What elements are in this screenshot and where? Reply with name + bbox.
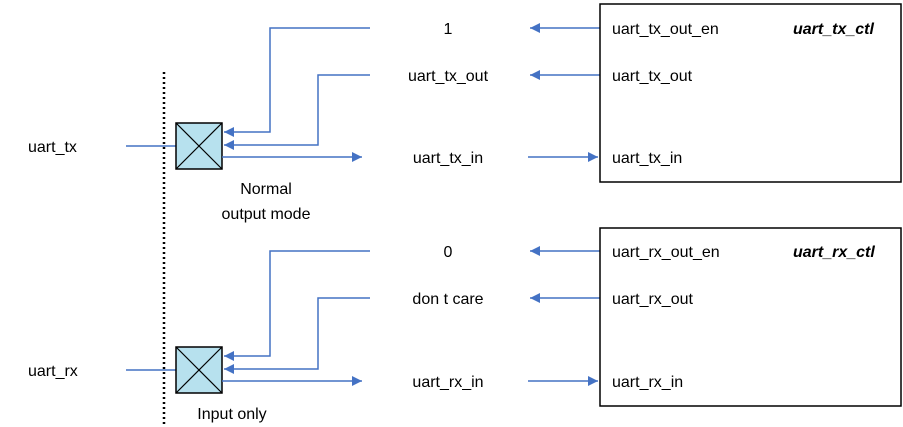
block-port-label: uart_rx_in [612,374,683,391]
block-name: uart_tx_ctl [793,21,874,38]
uart-tx-group: uart_tx Normal output mode 1 uart_tx_out… [28,3,902,223]
out-feed-wire [224,74,370,150]
out-en-feed-wire [224,250,370,361]
io-pad-tx [175,122,223,170]
io-pad-cross-line [175,346,223,394]
block-port-label: uart_tx_in [612,150,682,167]
block-port-label: uart_rx_out [612,291,693,308]
mode-label-line: Normal [240,181,292,198]
block-name: uart_rx_ctl [793,244,875,261]
signal-label-out-en: 1 [444,21,453,38]
uart-rx-group: uart_rx Input only 0 don t care uart_rx_… [28,227,902,423]
mode-label-line: output mode [222,206,311,223]
controller-block [599,3,902,183]
signal-label-in: uart_tx_in [413,150,483,167]
signal-label-out: uart_tx_out [408,68,489,85]
block-port-label: uart_rx_out_en [612,244,720,261]
controller-block [599,227,902,407]
pin-label-uart-rx: uart_rx [28,363,78,380]
mode-label-line: Input only [197,406,266,423]
io-pad-rx [175,346,223,394]
signal-label-in: uart_rx_in [412,374,483,391]
out-feed-wire [224,297,370,374]
block-port-label: uart_tx_out [612,68,693,85]
pin-label-uart-tx: uart_tx [28,139,77,156]
signal-label-out-en: 0 [444,244,453,261]
block-port-label: uart_tx_out_en [612,21,719,38]
io-pad-cross-line [175,122,223,170]
signal-label-out: don t care [412,291,483,308]
out-en-feed-wire [224,27,370,137]
